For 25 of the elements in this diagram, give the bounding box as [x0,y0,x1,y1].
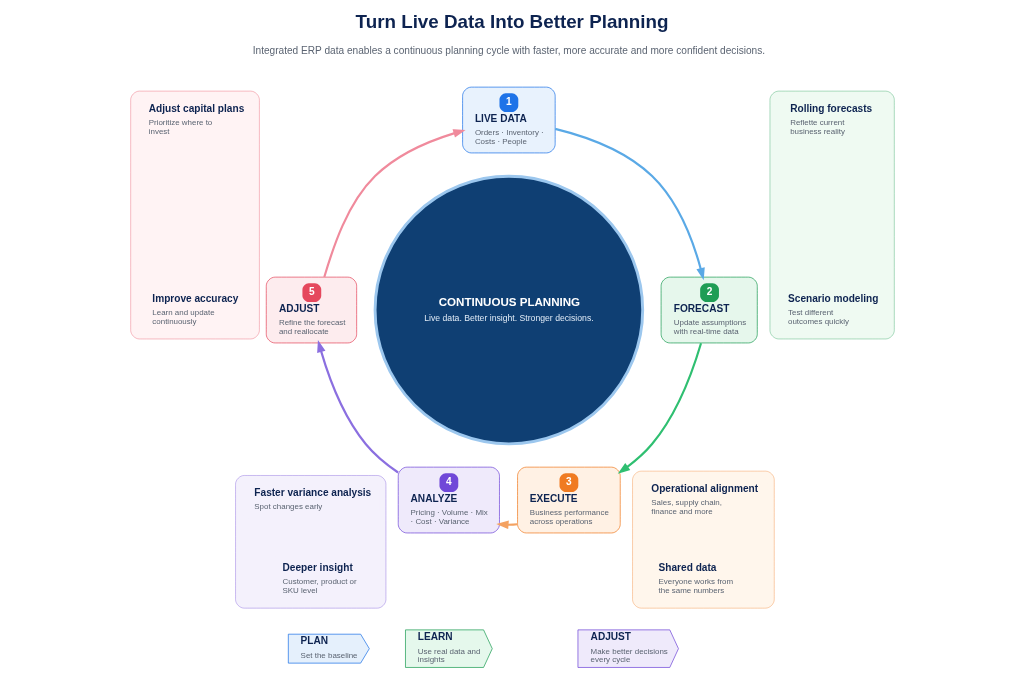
arrow [322,129,466,278]
cluster [769,90,894,340]
node-box: 5 ADJUST Refine the forecast and reallocate [265,276,357,344]
node-text: Scenario modeling Test different outcomes quickly [787,292,878,326]
cluster [234,475,386,609]
node-text: Improve accuracy Learn and update continuously [151,292,238,326]
cluster [130,90,260,340]
node-text: Shared data Everyone works from the same numbers [658,561,733,595]
label: Integrated ERP data enables a continuous planning cycle with faster, more accurate and more confident decisions. [252,44,765,56]
node-box: 4 ANALYZE Pricing · Volume · Mix · Cost · Variance [397,466,500,534]
node-text: Faster variance analysis Spot changes early [253,486,371,512]
node-circle: CONTINUOUS PLANNING Live data. Better insight. Stronger decisions. [373,174,644,446]
arrow [316,340,399,474]
arrow [554,127,705,281]
arrow [495,520,517,530]
node-text: Operational alignment Sales, supply chain, finance and more [650,482,758,516]
node-text: Rolling forecasts Reflette current business reality [789,102,872,136]
node-box: 2 FORECAST Update assumptions with real-time data [660,276,758,344]
node-text: Deeper insight Customer, product or SKU level [282,561,357,595]
arrow [617,342,702,474]
diagram-title: Turn Live Data Into Better Planning [355,11,669,33]
cluster [631,470,774,609]
node-box: 1 LIVE DATA Orders · Inventory · Costs · People [461,86,556,154]
node-box: 3 EXECUTE Business performance across operations [516,466,621,534]
node-text: Adjust capital plans Prioritize where to invest [148,102,244,136]
